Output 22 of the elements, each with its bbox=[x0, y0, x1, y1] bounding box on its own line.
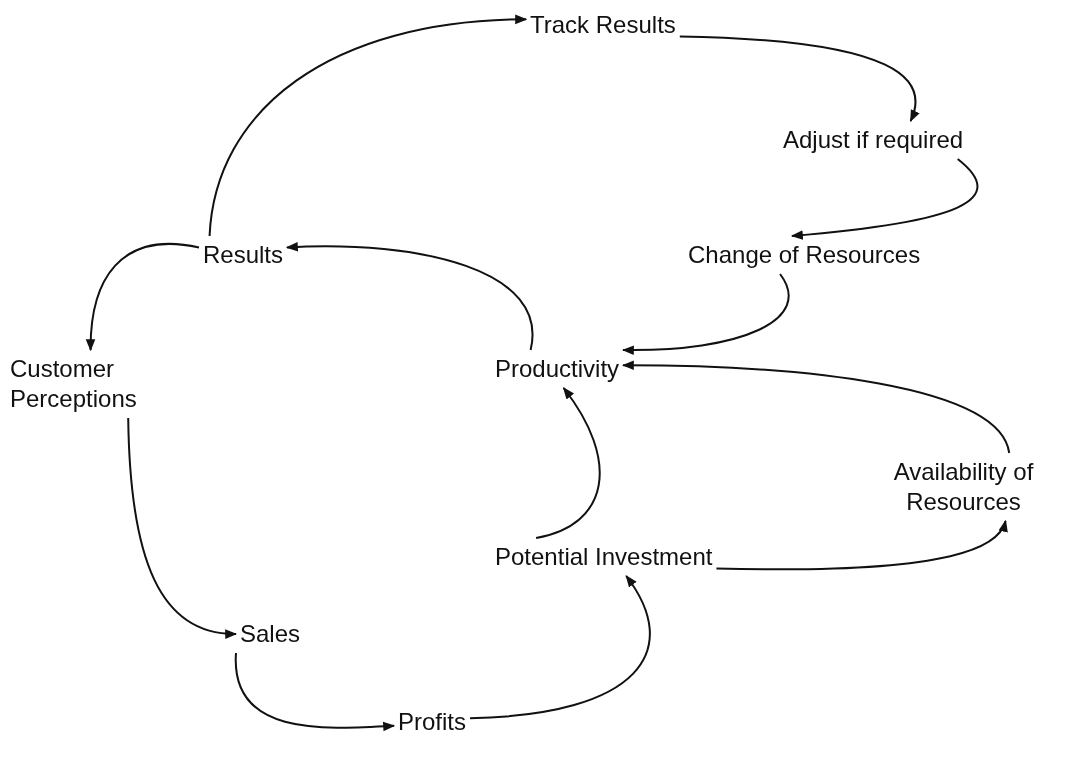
node-label: Availability of Resources bbox=[872, 453, 1055, 521]
node-label: Results bbox=[199, 236, 288, 274]
curved-arrow bbox=[235, 652, 396, 732]
curved-arrow bbox=[469, 575, 651, 720]
curved-arrow bbox=[86, 243, 200, 352]
curved-arrow bbox=[127, 417, 238, 638]
node-label: Productivity bbox=[491, 350, 624, 388]
node-label: Potential Investment bbox=[491, 538, 717, 576]
node-label: Track Results bbox=[526, 6, 680, 44]
curved-arrow bbox=[621, 360, 1011, 454]
node-label: Adjust if required bbox=[779, 121, 968, 159]
node-label: Profits bbox=[394, 703, 470, 741]
node-label: Change of Resources bbox=[684, 236, 925, 274]
curved-arrow bbox=[715, 519, 1007, 571]
curved-arrow bbox=[535, 387, 601, 539]
curved-arrow bbox=[790, 158, 979, 240]
node-label: Sales bbox=[236, 615, 305, 653]
curved-arrow bbox=[208, 14, 528, 237]
curved-arrow bbox=[621, 273, 790, 355]
node-label: Customer Perceptions bbox=[6, 350, 194, 418]
curved-arrow bbox=[678, 35, 919, 123]
curved-arrow bbox=[285, 242, 534, 351]
